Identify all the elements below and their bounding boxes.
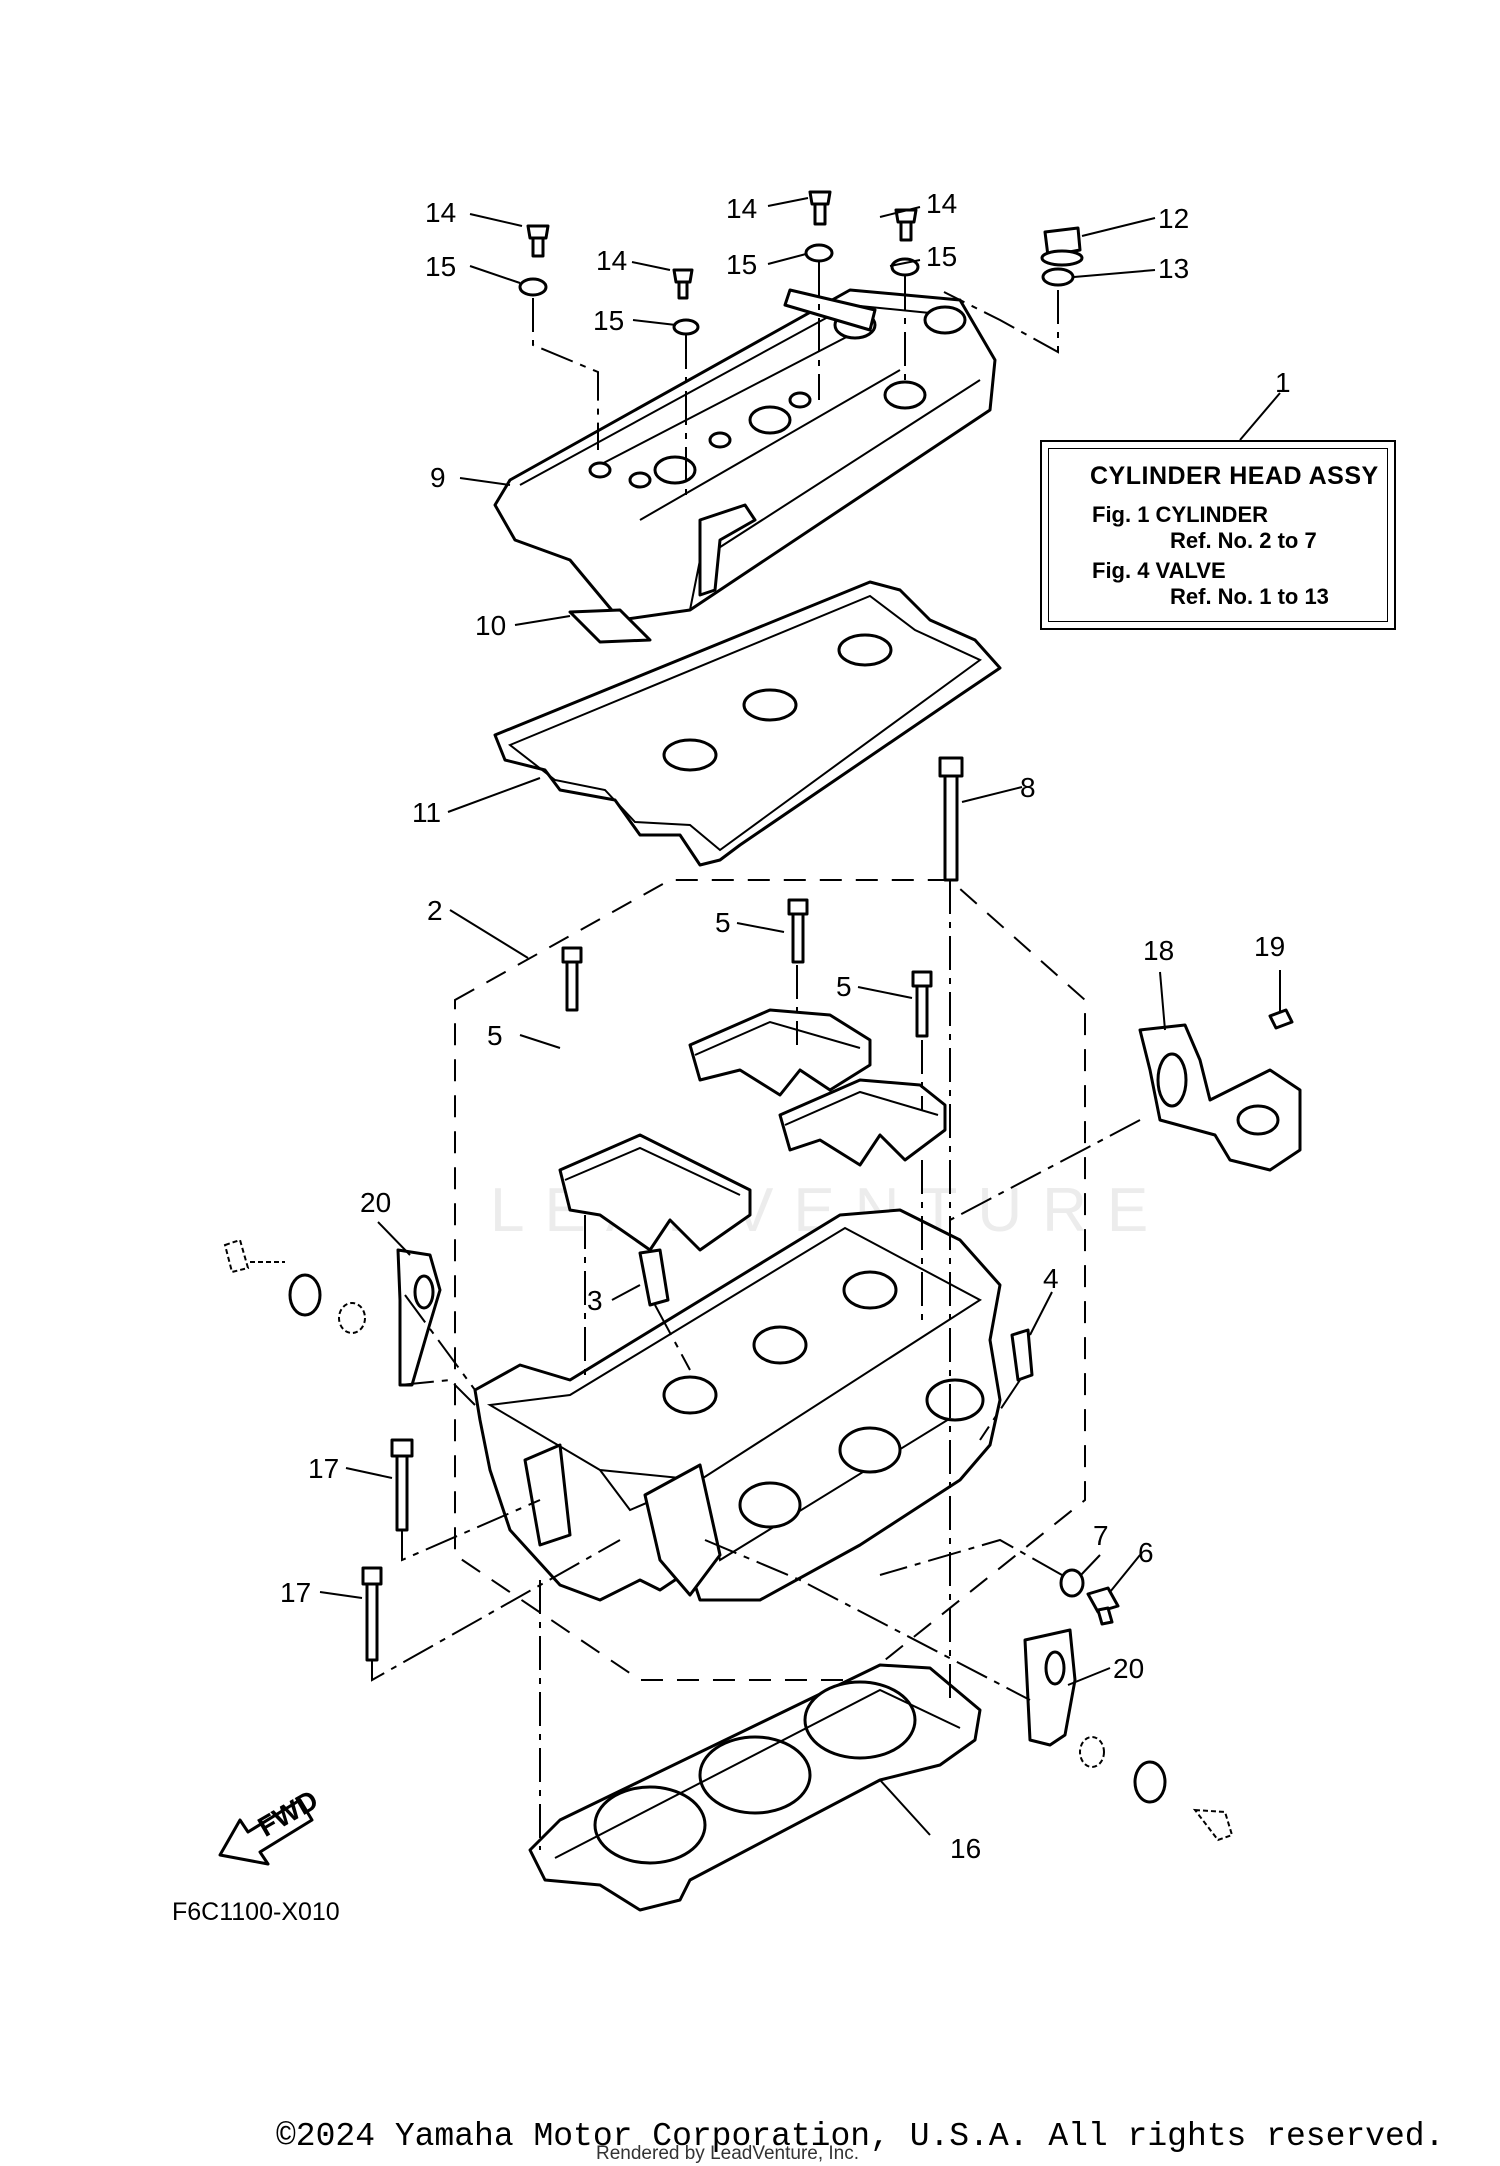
forward-direction-arrow: FWD	[218, 1784, 323, 1866]
reference-line-3: Fig. 4 VALVE	[1092, 558, 1226, 583]
camshaft-cap	[558, 1133, 752, 1252]
long-head-bolt	[938, 756, 964, 882]
callout-17: 17	[280, 1577, 311, 1608]
rendered-by-credit: Rendered by LeadVenture, Inc.	[596, 2143, 860, 2164]
mount-hardware-left	[223, 1238, 366, 1334]
cylinder-head-assy-reference-box: CYLINDER HEAD ASSY Fig. 1 CYLINDER Ref. …	[1040, 440, 1396, 630]
cylinder-head-group-boundary	[454, 879, 1086, 1681]
side-bolt	[361, 1566, 383, 1662]
reference-line-4: Ref. No. 1 to 13	[1170, 584, 1329, 609]
camshaft-cap-bolt	[787, 898, 809, 964]
cover-bolt	[672, 268, 694, 300]
cover-bolt	[894, 208, 918, 242]
callout-8: 8	[1020, 772, 1036, 803]
callout-5: 5	[715, 907, 731, 938]
reference-line-1: Fig. 1 CYLINDER	[1092, 502, 1269, 527]
callout-15: 15	[726, 249, 757, 280]
callout-2: 2	[427, 895, 443, 926]
filler-cap-o-ring	[1041, 267, 1075, 287]
cylinder-head-gasket	[528, 1663, 982, 1912]
camshaft-cap-bolt	[911, 970, 933, 1038]
reference-box-inner-border	[1048, 448, 1388, 622]
callout-5: 5	[487, 1020, 503, 1051]
callout-7: 7	[1093, 1520, 1109, 1551]
cover-washer	[804, 243, 834, 263]
cylinder-head-cover	[493, 288, 997, 622]
reference-line-2: Ref. No. 2 to 7	[1170, 528, 1317, 553]
callout-14: 14	[425, 197, 456, 228]
callout-9: 9	[430, 462, 446, 493]
plug-bolt	[1086, 1586, 1120, 1626]
callout-16: 16	[950, 1833, 981, 1864]
dowel-pin	[1010, 1328, 1034, 1382]
callout-20: 20	[360, 1187, 391, 1218]
cylinder-head	[473, 1208, 1002, 1602]
callout-13: 13	[1158, 253, 1189, 284]
plug-washer	[1059, 1568, 1085, 1598]
callout-17: 17	[308, 1453, 339, 1484]
cover-gasket	[493, 580, 1002, 867]
leader-lines	[319, 197, 1281, 1850]
camshaft-cap-bolt	[561, 946, 583, 1012]
callout-6: 6	[1138, 1537, 1154, 1568]
engine-hanger	[396, 1248, 442, 1387]
cover-spacer	[568, 608, 652, 644]
callout-15: 15	[425, 251, 456, 282]
camshaft-cap	[688, 1008, 872, 1097]
callout-10: 10	[475, 610, 506, 641]
engine-hanger	[1023, 1628, 1077, 1747]
callout-20: 20	[1113, 1653, 1144, 1684]
bracket-bolt	[1268, 1008, 1294, 1030]
callout-19: 19	[1254, 931, 1285, 962]
callout-12: 12	[1158, 203, 1189, 234]
cover-washer	[518, 277, 548, 297]
dowel-pin	[638, 1248, 670, 1307]
mount-hardware-right	[1079, 1736, 1234, 1842]
camshaft-cap	[778, 1078, 947, 1167]
callout-15: 15	[926, 241, 957, 272]
callout-4: 4	[1043, 1263, 1059, 1294]
callout-14: 14	[926, 188, 957, 219]
callout-5: 5	[836, 971, 852, 1002]
figure-code: F6C1100-X010	[172, 1898, 340, 1926]
side-bolt	[390, 1438, 414, 1532]
callout-14: 14	[726, 193, 757, 224]
reference-box-title: CYLINDER HEAD ASSY	[1090, 462, 1379, 490]
cover-bolt	[808, 190, 832, 226]
copyright-notice: ©2024 Yamaha Motor Corporation, U.S.A. A…	[276, 2118, 1445, 2155]
oil-filler-cap	[1040, 226, 1084, 267]
callout-3: 3	[587, 1285, 603, 1316]
cover-washer	[890, 257, 920, 277]
mounting-bracket	[1138, 1023, 1302, 1172]
callout-18: 18	[1143, 935, 1174, 966]
callout-1: 1	[1275, 367, 1291, 398]
callout-11: 11	[412, 797, 441, 828]
callout-15: 15	[593, 305, 624, 336]
callout-14: 14	[596, 245, 627, 276]
cover-washer	[672, 318, 700, 336]
cover-bolt	[526, 224, 550, 258]
